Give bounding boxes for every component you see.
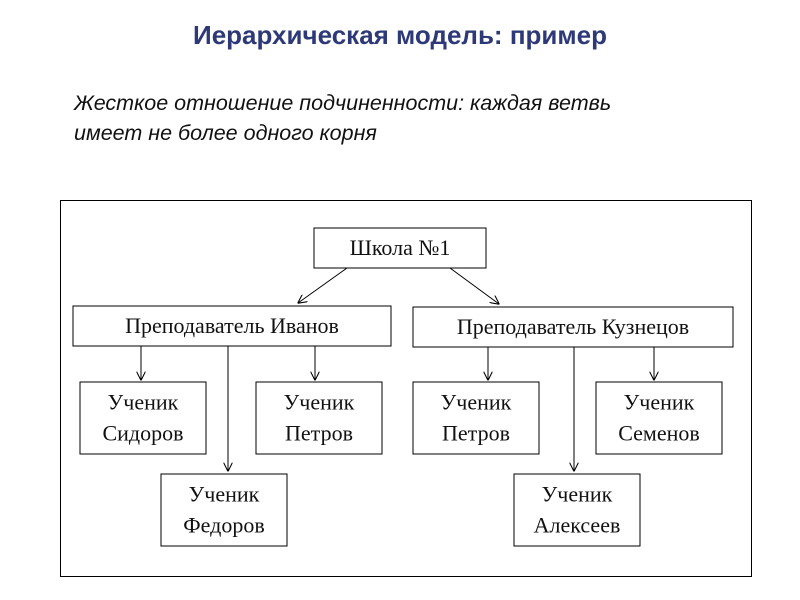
node-box bbox=[160, 473, 288, 547]
node-label-line: Петров bbox=[442, 421, 510, 446]
subtitle-line-2: имеет не более одного корня bbox=[74, 121, 377, 145]
edges-layer bbox=[141, 267, 654, 471]
node-label-line: Алексеев bbox=[534, 513, 621, 538]
node-box bbox=[412, 306, 734, 348]
node-teacher-kuznetsov: Преподаватель Кузнецов bbox=[412, 306, 734, 348]
node-label-line: Петров bbox=[285, 421, 353, 446]
node-box bbox=[595, 381, 723, 455]
node-label-line: Ученик bbox=[624, 390, 695, 415]
node-teacher-ivanov: Преподаватель Иванов bbox=[72, 305, 392, 347]
node-label-line: Семенов bbox=[618, 421, 700, 446]
node-label-line: Ученик bbox=[441, 390, 512, 415]
node-label-line: Ученик bbox=[284, 390, 355, 415]
node-school: Школа №1 bbox=[313, 227, 487, 269]
node-box bbox=[72, 305, 392, 347]
edge-school-to-teacher-ivanov bbox=[298, 267, 348, 303]
node-box bbox=[313, 227, 487, 269]
node-box bbox=[412, 381, 540, 455]
edge-school-to-teacher-kuznetsov bbox=[449, 267, 499, 304]
diagram-frame bbox=[60, 200, 752, 577]
node-label-line: Преподаватель Иванов bbox=[125, 313, 339, 338]
nodes-layer: Школа №1 Преподаватель Иванов Преподавател… bbox=[72, 227, 734, 547]
node-label-line: Преподаватель Кузнецов bbox=[457, 314, 689, 339]
node-label-line: Ученик bbox=[108, 390, 179, 415]
node-label-line: Школа №1 bbox=[350, 235, 451, 260]
slide-title: Иерархическая модель: пример bbox=[193, 20, 607, 50]
node-box bbox=[255, 381, 383, 455]
node-label-line: Федоров bbox=[183, 513, 264, 538]
node-label-line: Сидоров bbox=[102, 421, 183, 446]
node-box bbox=[79, 381, 207, 455]
subtitle-line-1: Жесткое отношение подчиненности: каждая … bbox=[74, 91, 612, 115]
node-box bbox=[513, 473, 641, 547]
slide-subtitle: Жесткое отношение подчиненности: каждая … bbox=[74, 88, 774, 148]
node-label-line: Ученик bbox=[189, 482, 260, 507]
node-label-line: Ученик bbox=[542, 482, 613, 507]
